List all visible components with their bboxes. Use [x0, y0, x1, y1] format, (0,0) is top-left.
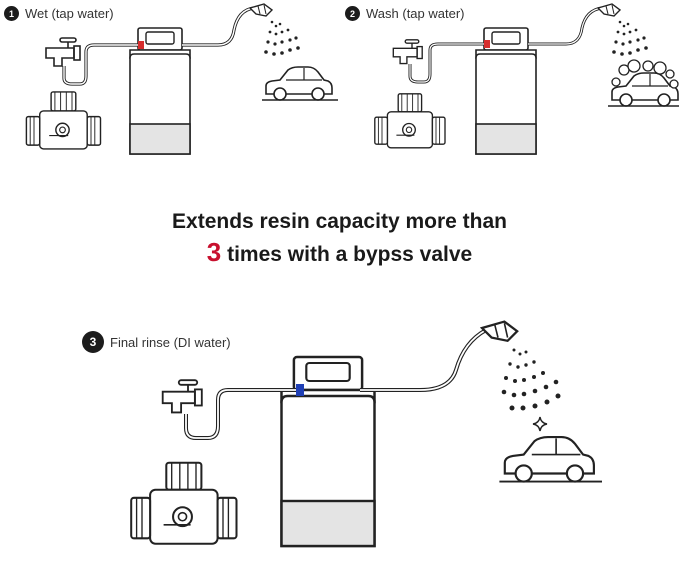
bypass-valve-icon — [130, 461, 238, 545]
inlet-hose — [62, 43, 138, 86]
step-1-text: Wet (tap water) — [25, 6, 114, 21]
spray-nozzle-icon — [597, 3, 621, 17]
step-3-badge: 3 — [82, 331, 104, 353]
step-3-label: 3 Final rinse (DI water) — [82, 331, 231, 353]
resin-tank-icon — [280, 355, 376, 548]
inlet-hose — [408, 42, 484, 84]
foam-car-icon — [607, 59, 679, 107]
faucet-icon — [161, 379, 203, 414]
step-2-badge: 2 — [345, 6, 360, 21]
inlet-connector — [484, 40, 490, 48]
panel-final-rinse — [130, 320, 604, 548]
panel-wet — [25, 3, 339, 155]
outlet-hose — [182, 6, 255, 47]
outlet-hose — [360, 328, 488, 392]
spray-nozzle-icon — [480, 320, 519, 342]
headline-line-2-text: times with a bypss valve — [221, 243, 473, 266]
bypass-valve-icon — [374, 93, 446, 149]
headline: Extends resin capacity more than 3 times… — [0, 207, 679, 270]
headline-number: 3 — [206, 237, 222, 267]
headline-line-1: Extends resin capacity more than — [172, 210, 507, 233]
step-2-text: Wash (tap water) — [366, 6, 465, 21]
headline-line-2: 3 times with a bypss valve — [0, 237, 679, 270]
sparkle-icon — [532, 416, 548, 432]
step-2-label: 2 Wash (tap water) — [345, 6, 465, 21]
step-1-badge: 1 — [4, 6, 19, 21]
faucet-icon — [392, 39, 423, 65]
outlet-hose — [528, 6, 603, 46]
step-3-text: Final rinse (DI water) — [110, 334, 231, 350]
spray-mist — [501, 348, 561, 411]
panel-wash — [374, 3, 679, 155]
step-1-label: 1 Wet (tap water) — [4, 6, 114, 21]
spray-mist — [612, 20, 648, 56]
spray-nozzle-icon — [249, 3, 273, 17]
bypass-valve-icon — [25, 91, 102, 150]
inlet-connector — [296, 384, 304, 396]
car-icon — [261, 66, 339, 101]
spray-mist — [264, 20, 300, 56]
car-icon — [498, 435, 604, 483]
inlet-connector — [138, 41, 144, 49]
faucet-icon — [45, 37, 81, 67]
